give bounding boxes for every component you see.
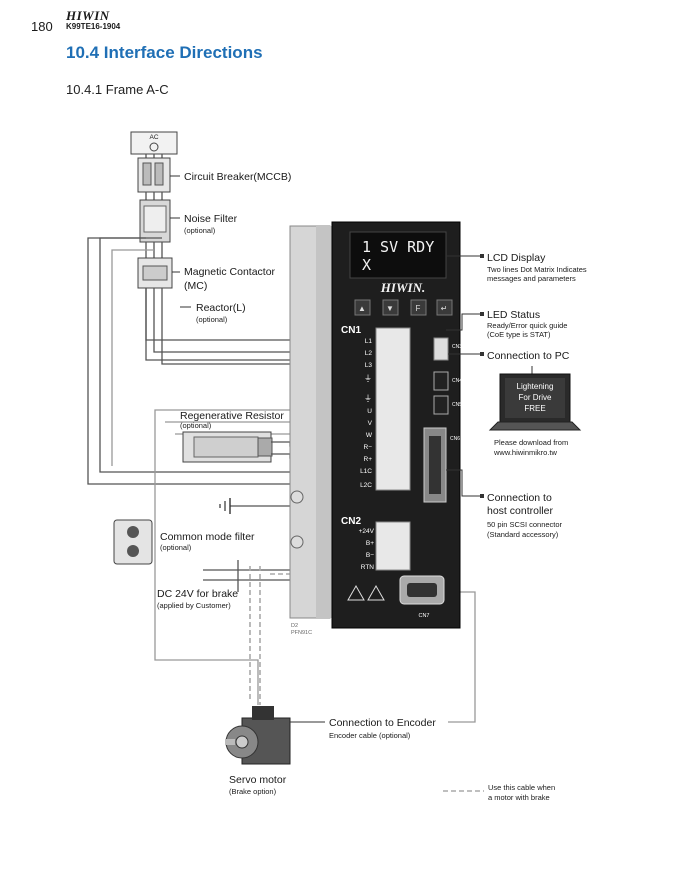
host-controller-sub-1: 50 pin SCSI connector	[487, 520, 563, 529]
cn2-pin-24v: +24V	[359, 528, 375, 535]
noise-filter	[139, 199, 171, 243]
cn2-pin-bminus: B−	[366, 552, 374, 559]
cn1-pin-l2c: L2C	[360, 482, 372, 489]
dc24v-sub: (applied by Customer)	[157, 601, 231, 610]
cn6-label: CN6	[450, 436, 460, 442]
regen-resistor	[182, 431, 273, 463]
cn1-pin-l3: L3	[365, 362, 373, 369]
cn1-pin-l1c: L1C	[360, 468, 372, 475]
ac-source: AC	[130, 131, 178, 155]
servo-motor-sub: (Brake option)	[229, 787, 277, 796]
section-title: 10.4 Interface Directions	[66, 43, 263, 62]
lcd-line-1: 1 SV RDY	[362, 238, 434, 256]
cn1-pin-w: W	[366, 432, 373, 439]
common-mode-filter-sub: (optional)	[160, 543, 192, 552]
drive-logo: HIWIN.	[380, 280, 425, 295]
model-code-1: D2	[291, 623, 298, 629]
circuit-breaker	[137, 157, 171, 193]
host-controller-label-2: host controller	[487, 505, 553, 517]
noise-filter-label: Noise Filter	[184, 213, 238, 225]
connection-pc-label: Connection to PC	[487, 350, 570, 362]
reactor-label: Reactor(L)	[196, 302, 246, 314]
led-status-sub-2: (CoE type is STAT)	[487, 330, 551, 339]
download-text-1: Please download from	[494, 438, 568, 447]
cn2-pin-bplus: B+	[366, 540, 374, 547]
laptop-text-3: FREE	[524, 404, 545, 413]
cn4-label: CN4	[452, 378, 462, 384]
magnetic-contactor-label-2: (MC)	[184, 280, 207, 292]
cn1-pin-v: V	[368, 420, 373, 427]
cn1-pin-u: U	[367, 408, 372, 415]
brand-logo: HIWIN	[66, 8, 110, 23]
cn1-pin-gnd-1: ⏚	[364, 374, 372, 383]
laptop-text-2: For Drive	[519, 393, 552, 402]
host-controller-sub-2: (Standard accessory)	[487, 530, 559, 539]
regen-resistor-label: Regenerative Resistor	[180, 410, 284, 422]
button-enter[interactable]: ↵	[441, 304, 448, 313]
cn5-label: CN5	[452, 402, 462, 408]
page-number: 180	[31, 19, 53, 34]
dc24v-label: DC 24V for brake	[157, 588, 238, 600]
cn7-label: CN7	[418, 613, 429, 619]
model-code-2: PFN91C	[291, 630, 312, 636]
encoder-sub: Encoder cable (optional)	[329, 731, 411, 740]
circuit-breaker-label: Circuit Breaker(MCCB)	[184, 171, 291, 183]
servo-drive: 1 SV RDY X ▲ ▼ F ↵ HIWIN. CN1 L1 L2 L3 ⏚…	[289, 221, 462, 629]
button-up[interactable]: ▲	[358, 304, 366, 313]
encoder-label: Connection to Encoder	[329, 717, 436, 729]
cn1-pin-rplus: R+	[364, 456, 373, 463]
cn1-label: CN1	[341, 325, 361, 336]
laptop-text-1: Lightening	[517, 382, 554, 391]
servo-motor-label: Servo motor	[229, 774, 287, 786]
noise-filter-sub: (optional)	[184, 226, 216, 235]
button-f[interactable]: F	[416, 304, 421, 313]
cn1-pin-gnd-2: ⏚	[364, 394, 372, 403]
button-down[interactable]: ▼	[386, 304, 394, 313]
laptop-icon	[488, 366, 582, 431]
lcd-display-sub-2: messages and parameters	[487, 274, 576, 283]
regen-resistor-sub: (optional)	[180, 421, 212, 430]
document-code: K99TE16-1904	[66, 22, 121, 31]
magnetic-contactor	[137, 257, 173, 289]
cn1-pin-l2: L2	[365, 350, 373, 357]
magnetic-contactor-label: Magnetic Contactor	[184, 266, 276, 278]
led-status-label: LED Status	[487, 309, 540, 321]
lcd-display-sub-1: Two lines Dot Matrix Indicates	[487, 265, 587, 274]
led-status-sub-1: Ready/Error quick guide	[487, 321, 567, 330]
cn1-pin-l1: L1	[365, 338, 373, 345]
download-text-2: www.hiwinmikro.tw	[493, 448, 558, 457]
cn2-pin-rtn: RTN	[361, 564, 375, 571]
common-mode-filter	[113, 519, 153, 565]
cn2-label: CN2	[341, 516, 361, 527]
legend-text-2: a motor with brake	[488, 793, 550, 802]
common-mode-filter-label: Common mode filter	[160, 531, 255, 543]
reactor-sub: (optional)	[196, 315, 228, 324]
host-controller-label-1: Connection to	[487, 492, 552, 504]
cn1-pin-rminus: R−	[364, 444, 373, 451]
legend-text-1: Use this cable when	[488, 783, 555, 792]
section-subtitle: 10.4.1 Frame A-C	[66, 82, 169, 97]
ac-label: AC	[149, 134, 158, 141]
servo-motor	[225, 706, 291, 765]
lcd-line-2: X	[362, 256, 371, 274]
cn3-label: CN3	[452, 344, 462, 350]
lcd-display-label: LCD Display	[487, 252, 546, 264]
